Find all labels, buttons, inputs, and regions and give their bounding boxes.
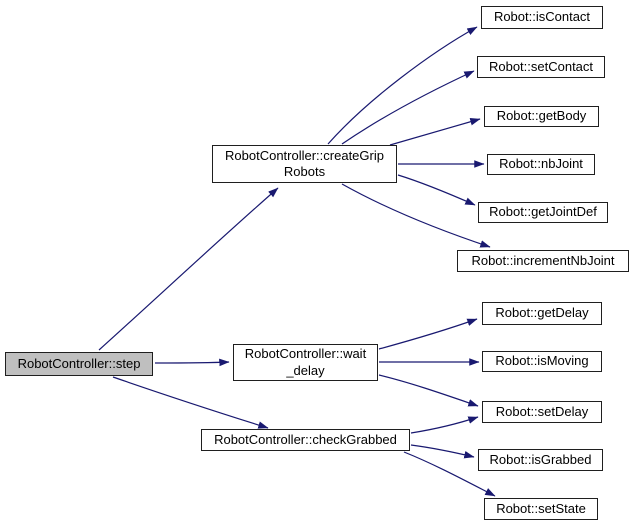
node-robot-setcontact[interactable]: Robot::setContact — [477, 56, 605, 78]
edge-checkGrabbed-setDelay — [410, 416, 479, 434]
node-robot-setdelay[interactable]: Robot::setDelay — [482, 401, 602, 423]
edge-wait_delay-getDelay — [378, 318, 478, 350]
node-robot-incrementnbjoint[interactable]: Robot::incrementNbJoint — [457, 250, 629, 272]
node-robotcontroller-wait-delay[interactable]: RobotController::wait _delay — [233, 344, 378, 381]
edge-createGripRobots-setContact — [341, 70, 475, 145]
edge-checkGrabbed-setState — [403, 451, 496, 497]
node-robot-ismoving[interactable]: Robot::isMoving — [482, 351, 602, 372]
node-robot-getjointdef[interactable]: Robot::getJointDef — [478, 202, 608, 223]
node-robot-nbjoint[interactable]: Robot::nbJoint — [487, 154, 595, 175]
node-robot-getdelay[interactable]: Robot::getDelay — [482, 302, 602, 325]
node-robotcontroller-step[interactable]: RobotController::step — [5, 352, 153, 376]
edge-createGripRobots-getBody — [389, 118, 481, 146]
edge-step-wait_delay — [154, 358, 230, 367]
edge-step-checkGrabbed — [112, 376, 269, 429]
node-robot-isgrabbed[interactable]: Robot::isGrabbed — [478, 449, 603, 471]
edge-createGripRobots-getJointDef — [397, 174, 476, 206]
edge-createGripRobots-isContact — [327, 26, 478, 145]
node-robotcontroller-checkgrabbed[interactable]: RobotController::checkGrabbed — [201, 429, 410, 451]
node-robot-setstate[interactable]: Robot::setState — [484, 498, 598, 520]
node-robot-iscontact[interactable]: Robot::isContact — [481, 6, 603, 29]
node-robot-getbody[interactable]: Robot::getBody — [484, 106, 599, 127]
edge-step-createGripRobots — [98, 187, 279, 351]
edge-createGripRobots-incrementNbJoint — [341, 183, 491, 248]
edge-wait_delay-setDelay — [378, 374, 479, 407]
edge-checkGrabbed-isGrabbed — [410, 444, 475, 459]
node-robotcontroller-creategriprobots[interactable]: RobotController::createGrip Robots — [212, 145, 397, 183]
